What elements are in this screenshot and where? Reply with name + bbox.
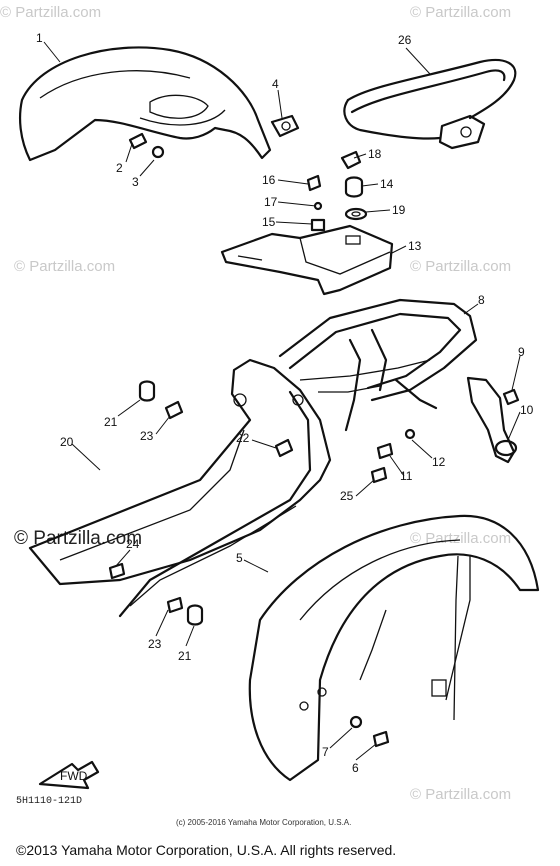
callout-23b: 23 <box>148 637 162 651</box>
callout-7: 7 <box>322 745 329 759</box>
side-bracket-part <box>466 376 520 464</box>
watermark: © Partzilla.com <box>0 4 102 21</box>
callout-10: 10 <box>520 403 534 417</box>
copyright-small: (c) 2005-2016 Yamaha Motor Corporation, … <box>176 818 352 827</box>
callout-9: 9 <box>518 345 525 359</box>
fender-bolt-part <box>349 715 390 748</box>
callout-20: 20 <box>60 435 74 449</box>
callout-14: 14 <box>380 177 394 191</box>
watermark: © Partzilla.com <box>14 258 116 275</box>
callout-24: 24 <box>126 537 140 551</box>
diagram-code: 5H1110-121D <box>16 796 83 807</box>
watermark: © Partzilla.com <box>410 4 512 21</box>
callout-23: 23 <box>140 429 154 443</box>
svg-text:FWD: FWD <box>60 769 88 783</box>
callout-1: 1 <box>36 31 43 45</box>
wire-harness-part <box>343 58 517 150</box>
watermark: © Partzilla.com <box>410 786 512 803</box>
callout-26: 26 <box>398 33 412 47</box>
grommet-part <box>340 150 368 221</box>
callout-3: 3 <box>132 175 139 189</box>
side-rail-part <box>28 358 332 618</box>
copyright-main: ©2013 Yamaha Motor Corporation, U.S.A. A… <box>16 842 397 858</box>
callout-8: 8 <box>478 293 485 307</box>
callout-17: 17 <box>264 195 278 209</box>
bolt-washer-part <box>370 428 416 484</box>
callout-11: 11 <box>400 469 413 483</box>
callout-18: 18 <box>368 147 382 161</box>
callout-5: 5 <box>236 551 243 565</box>
frame-part <box>278 298 478 432</box>
reflector-part <box>270 114 300 138</box>
front-fender-part <box>248 514 540 782</box>
callout-25: 25 <box>340 489 354 503</box>
rear-fender-part <box>19 46 272 162</box>
callout-13: 13 <box>408 239 422 253</box>
callout-2: 2 <box>116 161 123 175</box>
small-bolt-part <box>306 174 326 232</box>
callout-21b: 21 <box>178 649 192 663</box>
bolt-part <box>128 132 165 159</box>
callout-19: 19 <box>392 203 406 217</box>
fastener-part <box>108 380 294 626</box>
callout-6: 6 <box>352 761 359 775</box>
callout-16: 16 <box>262 173 276 187</box>
callout-15: 15 <box>262 215 276 229</box>
forward-arrow-icon: FWD <box>38 760 100 790</box>
watermark: © Partzilla.com <box>410 258 512 275</box>
callout-21: 21 <box>104 415 118 429</box>
watermark-dark: © Partzilla.com <box>14 528 143 549</box>
callout-4: 4 <box>272 77 279 91</box>
callout-numbers: 1 2 3 4 26 18 16 14 17 19 15 13 8 9 10 2… <box>36 31 534 775</box>
tray-part <box>220 224 394 296</box>
callout-22: 22 <box>236 431 250 445</box>
leader-lines <box>43 41 521 761</box>
callout-12: 12 <box>432 455 446 469</box>
